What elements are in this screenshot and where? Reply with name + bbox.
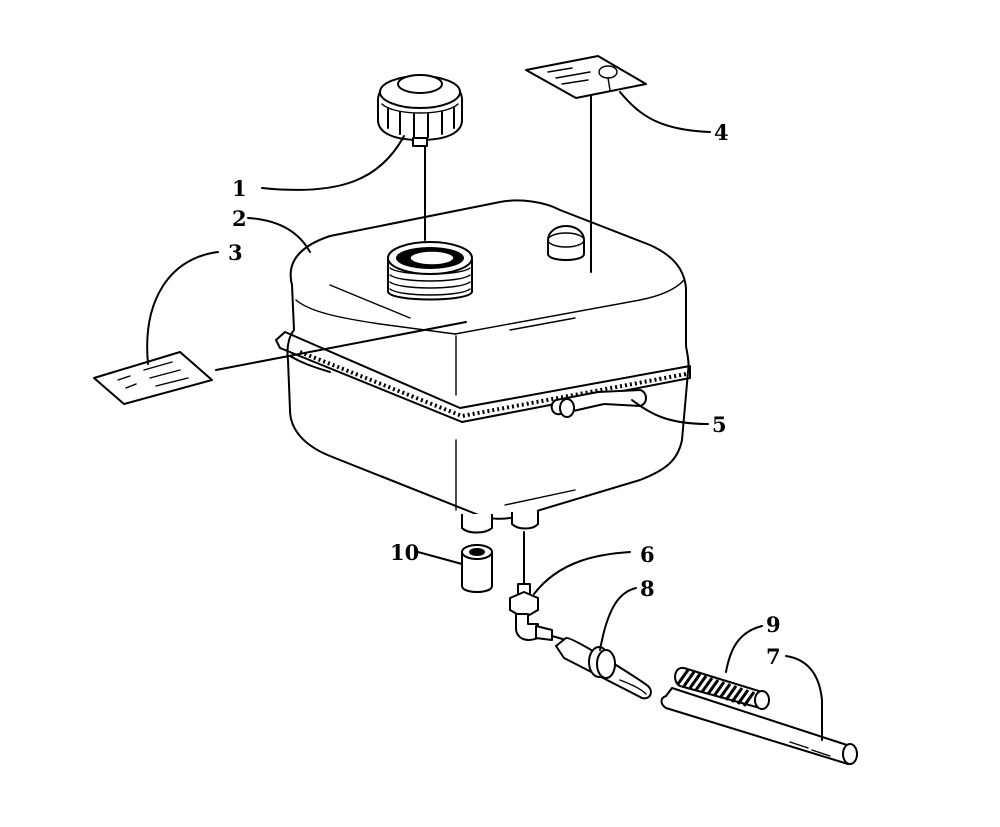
callout-8: 8 <box>640 576 655 601</box>
strap <box>275 331 691 423</box>
callout-9: 9 <box>766 612 781 637</box>
callout-5: 5 <box>712 412 727 437</box>
hose <box>660 687 858 765</box>
callout-3: 3 <box>228 240 243 265</box>
callout-1: 1 <box>232 176 247 201</box>
filler-neck <box>387 241 473 301</box>
callout-10: 10 <box>390 540 419 565</box>
elbow-fitting <box>509 531 567 641</box>
sleeve <box>461 544 493 593</box>
hose-clamp <box>555 637 652 700</box>
tank <box>286 199 690 534</box>
spring <box>674 666 770 710</box>
callout-labels: 1 2 3 4 5 6 7 8 9 10 <box>228 120 781 669</box>
decal-side <box>93 321 467 405</box>
callout-6: 6 <box>640 542 655 567</box>
leader-lines <box>146 91 823 741</box>
callout-7: 7 <box>766 644 781 669</box>
callout-2: 2 <box>232 206 247 231</box>
callout-4: 4 <box>714 120 729 145</box>
decal-top <box>525 55 647 273</box>
filler-cap <box>377 74 463 241</box>
